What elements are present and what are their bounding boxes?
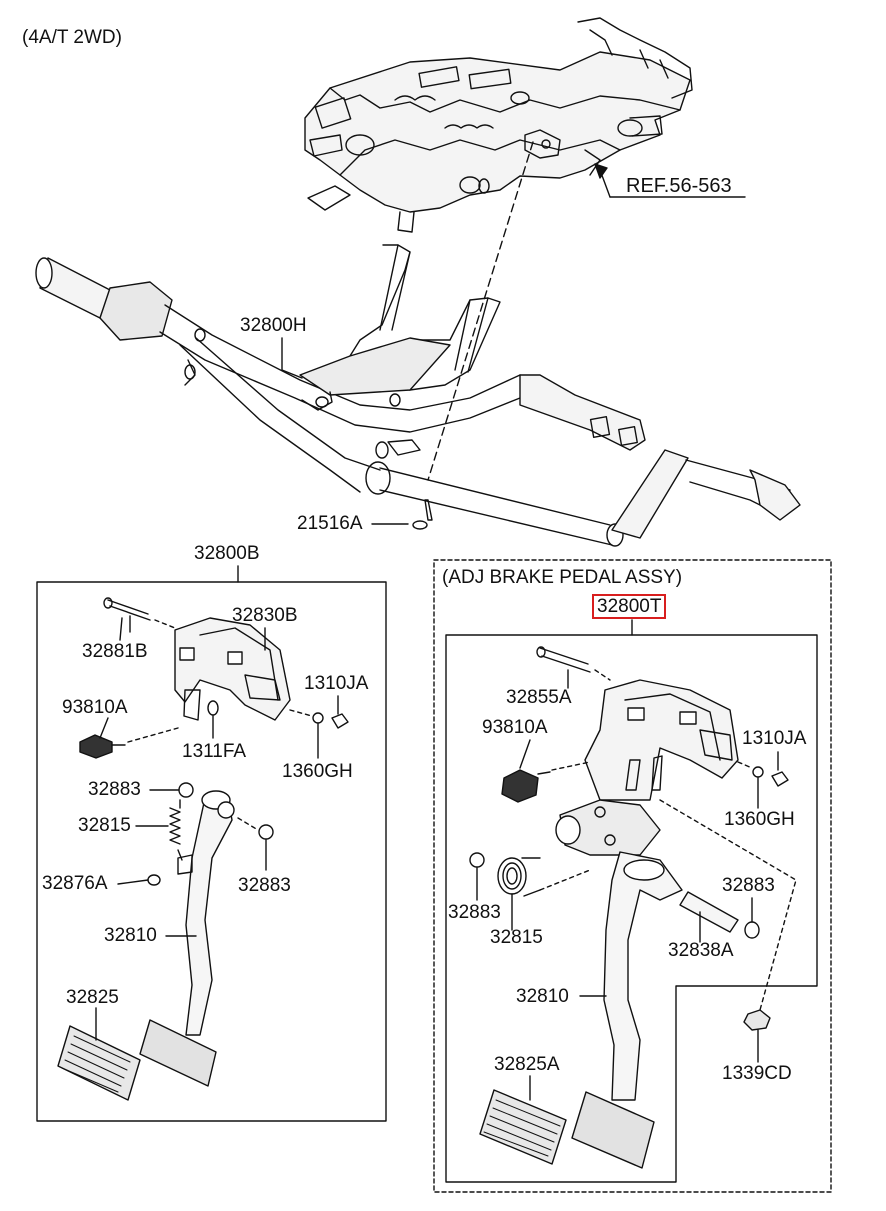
bolt-1311fa: [207, 700, 219, 716]
cowl-cross-beam: [35, 244, 801, 547]
label-32883-right: 32883: [722, 875, 775, 896]
label-32800t-highlighted: 32800T: [592, 594, 667, 619]
label-32883-right-left: 32883: [448, 902, 501, 923]
label-1310ja-left: 1310JA: [304, 673, 369, 694]
right-pedal-parts: [469, 646, 797, 1169]
variant-caption: (4A/T 2WD): [22, 27, 122, 48]
label-32815-left: 32815: [78, 815, 131, 836]
label-1360gh-right: 1360GH: [724, 809, 795, 830]
left-leaders: [95, 617, 339, 1041]
leader-dash-upper: [427, 141, 534, 481]
label-93810a-left: 93810A: [62, 697, 128, 718]
label-32855a: 32855A: [506, 687, 572, 708]
left-pedal-parts: [57, 597, 349, 1101]
steering-column-assembly: [304, 17, 693, 233]
ref-leader: [594, 163, 746, 198]
label-32825: 32825: [66, 987, 119, 1008]
adj-group-dashed-frame: [433, 559, 832, 1193]
label-1339cd: 1339CD: [722, 1063, 792, 1084]
label-32825a: 32825A: [494, 1054, 560, 1075]
label-1310ja-right: 1310JA: [742, 728, 807, 749]
label-32830b: 32830B: [232, 605, 298, 626]
label-32881b: 32881B: [82, 641, 148, 662]
left-group-frame: [36, 581, 387, 1122]
label-93810a-right: 93810A: [482, 717, 548, 738]
label-1311fa: 1311FA: [182, 741, 247, 762]
label-21516a: 21516A: [297, 513, 363, 534]
left-pin: [107, 599, 151, 621]
label-32838a: 32838A: [668, 940, 734, 961]
label-32883-left-top: 32883: [88, 779, 141, 800]
label-32815-right: 32815: [490, 927, 543, 948]
label-32800h: 32800H: [240, 315, 307, 336]
label-32883-left-right: 32883: [238, 875, 291, 896]
adj-group-frame: [445, 634, 818, 1183]
ref-label: REF.56-563: [626, 175, 732, 197]
label-32810-left: 32810: [104, 925, 157, 946]
label-32800b: 32800B: [194, 543, 260, 564]
label-1360gh-left: 1360GH: [282, 761, 353, 782]
bolt-21516a-icon: [412, 499, 433, 530]
adj-group-caption: (ADJ BRAKE PEDAL ASSY): [442, 567, 683, 588]
label-32810-right: 32810: [516, 986, 569, 1007]
right-leaders: [476, 669, 779, 1101]
label-32876a: 32876A: [42, 873, 108, 894]
leader-32800h: [281, 337, 303, 379]
